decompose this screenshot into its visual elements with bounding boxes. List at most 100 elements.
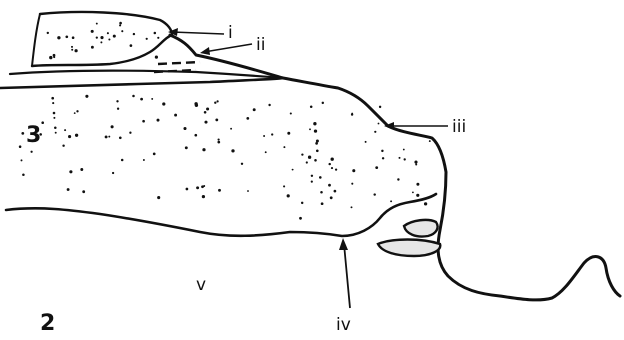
label-iv: iv <box>336 315 351 335</box>
stipple-dot <box>108 136 110 138</box>
stipple-dot <box>412 191 414 193</box>
lens-upper <box>404 220 438 237</box>
stipple-dot <box>206 107 209 110</box>
stipple-dot <box>299 217 302 220</box>
stipple-dot <box>328 163 330 165</box>
stipple-dot <box>202 195 205 198</box>
stipple-dot <box>320 191 323 194</box>
stipple-dot <box>21 159 23 161</box>
leader-iii <box>384 122 448 130</box>
stipple-dot <box>133 33 135 35</box>
stipple-dot <box>271 133 273 135</box>
stipple-dot <box>287 132 290 135</box>
stipple-dot <box>54 126 57 129</box>
stipple-dot <box>49 56 52 59</box>
layer-3-base-boundary <box>6 194 436 236</box>
stipple-dot <box>301 202 303 204</box>
stipple-dot <box>194 134 197 137</box>
stipple-dot <box>265 151 267 153</box>
stipple-dot <box>314 129 317 132</box>
stipple-dot <box>140 98 143 101</box>
stipple-dot <box>57 36 60 39</box>
stipple-dot <box>308 156 311 159</box>
stipple-dot <box>116 100 118 102</box>
stipple-dot <box>153 153 156 156</box>
stipple-dot <box>72 36 75 39</box>
stipple-dot <box>247 190 249 192</box>
stipple-dot <box>283 185 285 187</box>
stipple-dot <box>53 56 55 58</box>
stipple-dot <box>108 38 110 40</box>
stipple-dot <box>121 30 123 32</box>
stipple-dot <box>246 117 249 120</box>
stipple-dot <box>112 172 114 174</box>
stipple-dot <box>217 141 220 144</box>
stipple-dot <box>62 144 64 146</box>
stipple-dot <box>174 114 177 117</box>
stipple-dot <box>142 120 145 123</box>
lens-lower <box>378 240 440 257</box>
leader-i <box>168 28 224 36</box>
stipple-dot <box>310 105 313 108</box>
stipple-dot <box>74 112 76 114</box>
stipple-dot <box>30 151 32 153</box>
stipple-dot <box>107 32 109 34</box>
stipple-dot <box>75 134 78 137</box>
stipple-dot <box>47 32 49 34</box>
stipple-dot <box>313 122 316 125</box>
stipple-dot <box>241 163 243 165</box>
stipple-dot <box>316 149 319 152</box>
stipple-dot <box>263 135 265 137</box>
stipple-dot <box>69 170 72 173</box>
stipple-dot <box>301 153 303 155</box>
stipple-dot <box>129 132 131 134</box>
stipple-dot <box>119 136 122 139</box>
stipple-dot <box>218 189 221 192</box>
upper-body-left-edge <box>32 14 40 66</box>
stipple-dot <box>143 159 145 161</box>
stipple-dot <box>21 132 24 135</box>
stipple-dot <box>162 102 165 105</box>
stipple-dot <box>105 135 108 138</box>
stipple-dot <box>378 123 380 125</box>
label-v: v <box>196 275 206 295</box>
stipple-dot <box>292 169 294 171</box>
stipple-dot <box>314 159 317 162</box>
stipple-dot <box>311 175 313 177</box>
stipple-dot <box>75 49 78 52</box>
stipple-dot <box>424 202 427 205</box>
stipple-dot <box>415 163 417 165</box>
stipple-dot <box>306 161 308 163</box>
stipple-dot <box>76 110 78 112</box>
stipple-dot <box>416 194 419 197</box>
stipple-dot <box>331 167 333 169</box>
stipple-dot <box>52 102 54 104</box>
stipple-dot <box>230 128 232 130</box>
stipple-dot <box>67 188 70 191</box>
stipple-dot <box>379 106 381 108</box>
stipple-dot <box>154 32 157 35</box>
stipple-dot <box>309 128 311 130</box>
stipple-dot <box>196 186 199 189</box>
stipple-dot <box>146 38 148 40</box>
stipple-dot <box>253 108 256 111</box>
stipple-dot <box>373 193 375 195</box>
stipple-dot <box>85 95 88 98</box>
stipple-dot <box>381 150 383 152</box>
stipple-dot <box>111 125 114 128</box>
layer-label-3: 3 <box>26 123 41 148</box>
stipple-dot <box>316 140 319 143</box>
stipple-dot <box>398 157 400 159</box>
stipple-dot <box>117 108 119 110</box>
stipple-dot <box>403 149 405 151</box>
stipple-pattern <box>19 22 431 220</box>
stipple-dot <box>55 132 57 134</box>
stipple-dot <box>352 169 355 172</box>
stipple-dot <box>414 161 417 164</box>
stipple-dot <box>351 113 353 115</box>
stipple-dot <box>203 185 205 187</box>
stipple-dot <box>119 22 122 25</box>
layer-label-2: 2 <box>40 311 55 336</box>
stipple-dot <box>53 112 56 115</box>
stipple-dot <box>416 183 419 186</box>
